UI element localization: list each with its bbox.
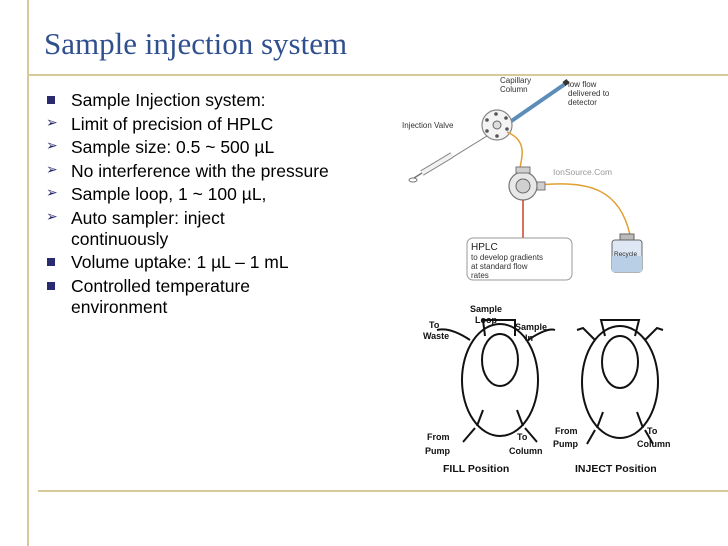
svg-text:In: In	[525, 333, 533, 343]
fill-position-valve	[436, 319, 556, 443]
svg-text:at standard flow: at standard flow	[471, 262, 528, 271]
fill-sample-in-label: Sample	[515, 322, 547, 332]
bullet-text: No interference with the pressure	[71, 160, 329, 181]
hplc-title: HPLC	[471, 242, 498, 253]
slide-title: Sample injection system	[44, 26, 348, 61]
bullet-item: Sample loop, 1 ~ 100 µL,	[46, 183, 376, 205]
bullet-text: Limit of precision of HPLC	[71, 113, 274, 134]
tubing-valve-to-pump	[506, 131, 523, 171]
capillary-label: Capillary	[500, 76, 531, 85]
svg-text:Column: Column	[637, 439, 671, 449]
bullet-item: Controlled temperature environment	[46, 276, 311, 318]
bullet-text: Volume uptake: 1 µL – 1 mL	[71, 252, 289, 272]
hplc-box	[466, 237, 573, 281]
svg-text:detector: detector	[568, 98, 597, 107]
injection-schematic: Capillary Column low flow delivered to d…	[402, 76, 643, 281]
pump-valve-icon	[508, 166, 546, 201]
fill-sample-loop-label: Sample	[470, 304, 502, 314]
inject-position-caption: INJECT Position	[575, 463, 657, 475]
svg-text:Pump: Pump	[425, 446, 451, 456]
svg-text:Pump: Pump	[553, 439, 579, 449]
bullet-text: Sample size: 0.5 ~ 500 µL	[71, 137, 275, 157]
injection-valve-label: Injection Valve	[402, 121, 454, 130]
capillary-column	[508, 82, 567, 124]
inject-from-pump-label: From	[555, 426, 578, 436]
title-rule	[28, 74, 728, 76]
fill-to-column-label: To	[517, 432, 528, 442]
bullet-item: Volume uptake: 1 µL – 1 mL	[46, 252, 376, 273]
bullet-text: Auto sampler: inject continuously	[71, 207, 225, 249]
bullet-text: Sample loop, 1 ~ 100 µL,	[71, 184, 267, 204]
svg-text:Loop: Loop	[475, 315, 497, 325]
svg-text:rates: rates	[471, 271, 489, 280]
injection-valve-icon	[481, 109, 513, 141]
bullet-item: Sample size: 0.5 ~ 500 µL	[46, 136, 376, 158]
recycle-label: Recycle	[614, 251, 638, 258]
left-rule	[27, 0, 29, 546]
svg-text:delivered to: delivered to	[568, 89, 610, 98]
recycle-bottle-icon	[611, 233, 643, 273]
bullet-item: Sample Injection system:	[46, 90, 376, 111]
svg-text:to develop gradients: to develop gradients	[471, 253, 543, 262]
bullet-list: Sample Injection system: Limit of precis…	[46, 90, 376, 320]
low-flow-label: low flow	[568, 80, 597, 89]
bullet-item: Limit of precision of HPLC	[46, 113, 376, 135]
svg-text:Column: Column	[509, 446, 543, 456]
syringe-icon	[408, 135, 488, 183]
svg-text:Column: Column	[500, 85, 528, 94]
bullet-text: Controlled temperature environment	[71, 275, 250, 317]
footer-rule	[38, 490, 728, 492]
inject-position-valve	[576, 319, 664, 445]
svg-text:Waste: Waste	[423, 331, 449, 341]
fill-from-pump-label: From	[427, 432, 450, 442]
bullet-item: Auto sampler: inject continuously	[46, 207, 311, 250]
fill-position-caption: FILL Position	[443, 463, 509, 475]
inject-to-column-label: To	[647, 426, 658, 436]
valve-positions-diagram: To Waste Sample Loop Sample In From Pump…	[423, 304, 671, 475]
bullet-item: No interference with the pressure	[46, 160, 331, 182]
ionsource-label: IonSource.Com	[553, 167, 612, 177]
tubing-pump-to-recycle	[539, 183, 631, 236]
fill-to-waste-label: To	[429, 320, 440, 330]
bullet-text: Sample Injection system:	[71, 90, 266, 110]
